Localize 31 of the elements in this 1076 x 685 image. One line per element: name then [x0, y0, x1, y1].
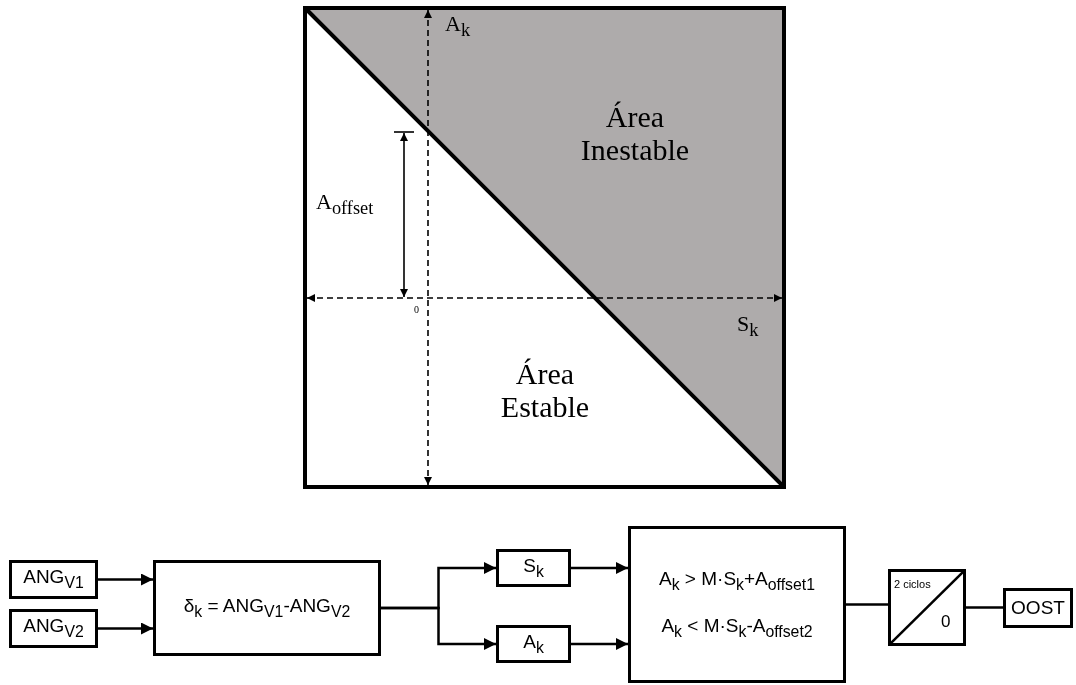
region-label: Área Estable [499, 357, 591, 423]
block-text: A$_{k}$ > M·S$_{k}$+A$_{offset1}$ [659, 567, 815, 595]
input-box [9, 609, 98, 648]
signal-box [496, 625, 571, 663]
output-box [1003, 588, 1073, 628]
block-text: A$_{k}$ [523, 630, 544, 658]
origin-label: 0 [414, 304, 419, 315]
timer-block [888, 569, 966, 646]
arrow [571, 562, 628, 574]
comparator-box [628, 526, 846, 683]
block-text: OOST [1011, 596, 1065, 620]
block-text: δ$_{k}$ = ANG$_{V1}$-ANG$_{V2}$ [183, 594, 351, 622]
region-label: Área Inestable [579, 100, 691, 166]
block-text: 0 [941, 612, 951, 633]
signal-box [496, 549, 571, 587]
arrow [381, 606, 496, 650]
block-text: 2 ciclos [894, 578, 931, 592]
connector-line [846, 603, 888, 606]
axis-label: S$_{k}$ [737, 312, 759, 341]
block-text: S$_{k}$ [523, 554, 544, 582]
block-text: A$_{k}$ < M·S$_{k}$-A$_{offset2}$ [661, 614, 813, 642]
arrow [98, 622, 153, 635]
arrow [571, 638, 628, 650]
dimension-label: A$_{offset}$ [316, 190, 374, 219]
arrow [98, 573, 153, 586]
block-text: ANG$_{V2}$ [23, 615, 84, 642]
block-text: ANG$_{V1}$ [23, 566, 84, 593]
process-box [153, 560, 381, 656]
axis-label: A$_{k}$ [445, 12, 471, 41]
connector-line [966, 606, 1003, 609]
input-box [9, 560, 98, 599]
